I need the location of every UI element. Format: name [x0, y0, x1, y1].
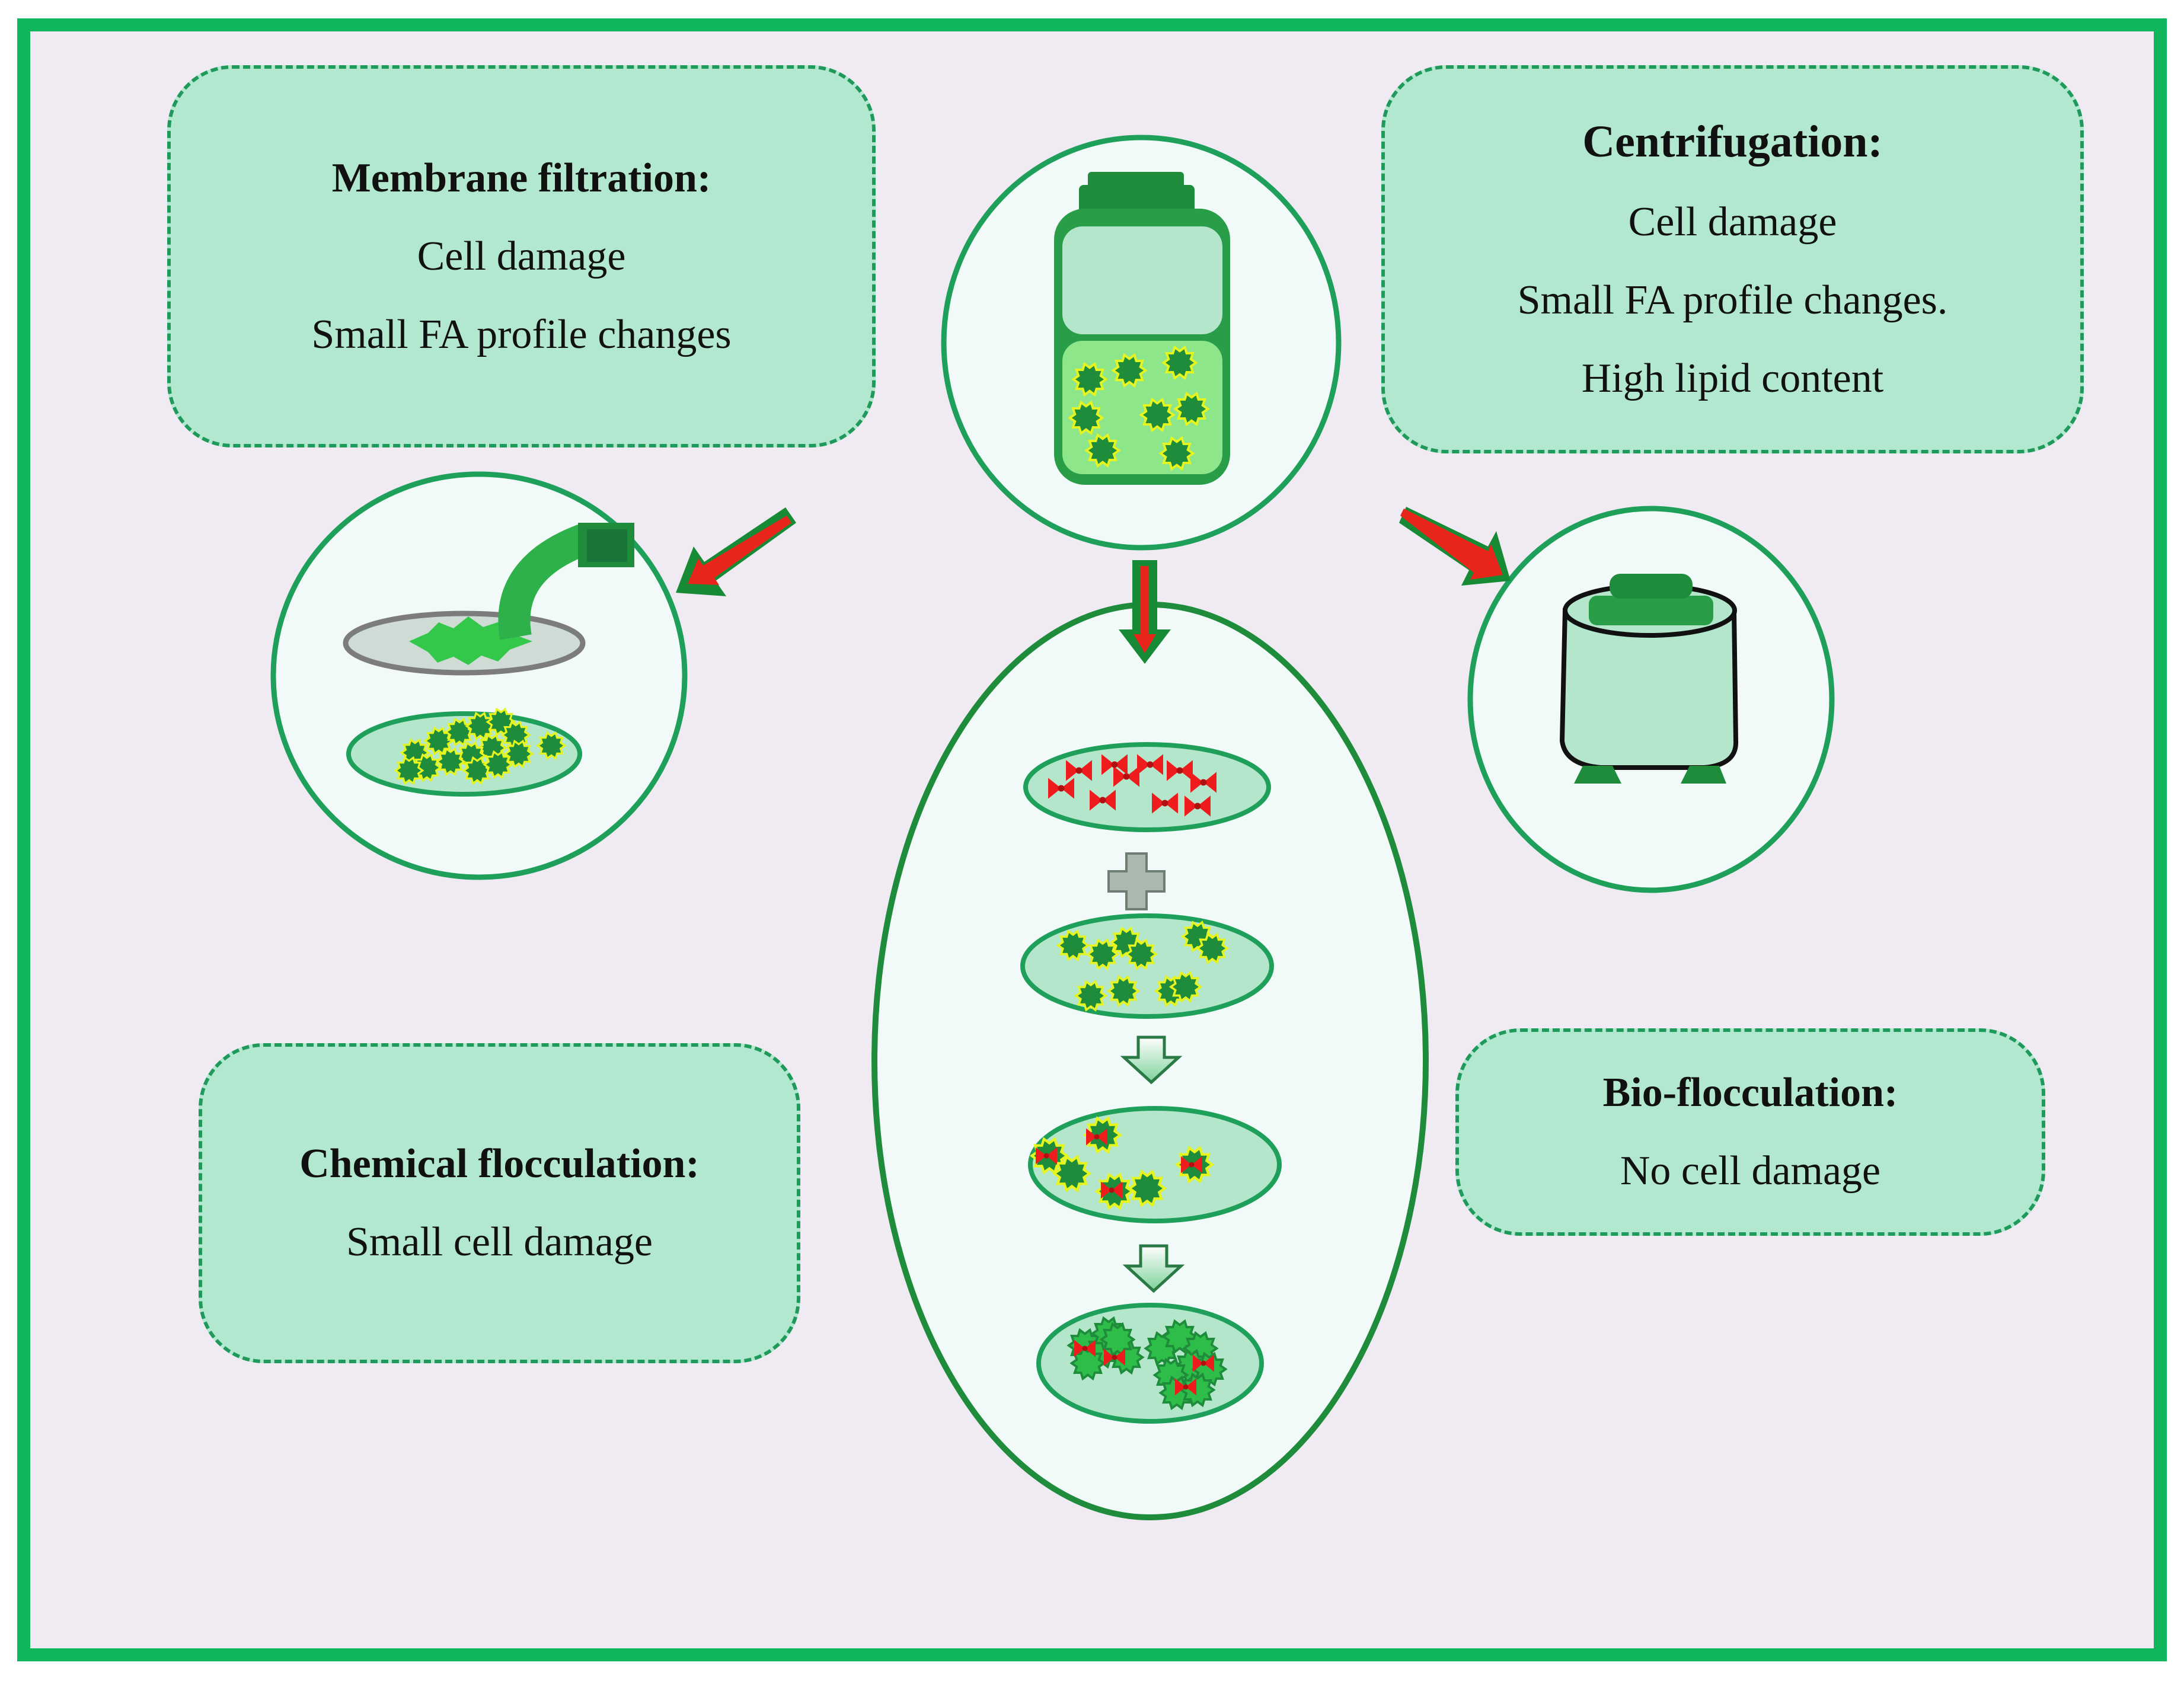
- algae-cell: [468, 715, 492, 737]
- algae-cell: [448, 721, 471, 743]
- algae-cell: [439, 750, 462, 773]
- algae-cell: [427, 730, 451, 752]
- algae-cell: [1173, 974, 1199, 999]
- membrane-filtration-line-1: Cell damage: [417, 233, 626, 279]
- centrifugation-line-2: Small FA profile changes.: [1517, 277, 1948, 324]
- centrifuge-icon: [1467, 506, 1835, 893]
- algae-cell: [1072, 404, 1100, 431]
- algae-cell: [539, 734, 563, 757]
- arrow-to-centrifuge: [1399, 507, 1511, 586]
- algae-cell: [465, 759, 489, 782]
- centrifugation-line-1: Cell damage: [1628, 199, 1837, 245]
- flocculant-core: [1176, 767, 1183, 774]
- membrane-filtration-title: Membrane filtration:: [331, 155, 711, 201]
- algae-cell: [1177, 395, 1206, 423]
- algae-cell: [1128, 942, 1154, 967]
- algae-cell: [397, 759, 421, 782]
- algae-cell: [1163, 440, 1191, 467]
- chemical-flocculation-box: Chemical flocculation: Small cell damage: [199, 1043, 800, 1363]
- flocculant-core: [1147, 761, 1154, 768]
- algae-cell: [1166, 349, 1194, 376]
- algae-cell: [1090, 942, 1116, 967]
- flocculant-core: [1099, 797, 1106, 804]
- algae-cell: [1166, 1323, 1194, 1350]
- algae-cell: [1088, 437, 1117, 464]
- algae-cell: [1103, 1326, 1132, 1353]
- chemical-flocculation-title: Chemical flocculation:: [299, 1141, 700, 1187]
- algae-cell: [1199, 936, 1225, 961]
- flocculant-core: [1200, 1360, 1206, 1366]
- flocculant-core: [1123, 773, 1130, 780]
- algae-cell: [1078, 983, 1104, 1008]
- culture-bottle-icon: [941, 135, 1342, 551]
- flocculant-core: [1112, 1354, 1117, 1360]
- flocculation-sequence-icon: [871, 602, 1429, 1520]
- down-arrow-icon: [1120, 1035, 1185, 1293]
- centrifugation-box: Centrifugation: Cell damage Small FA pro…: [1381, 65, 2084, 453]
- arrow-to-membrane: [676, 507, 796, 596]
- algae-cell: [1056, 1159, 1087, 1188]
- flocculant-core: [1082, 1345, 1088, 1351]
- algae-cell: [480, 737, 504, 759]
- algae-cell: [486, 753, 510, 776]
- bio-flocculation-box: Bio-flocculation: No cell damage: [1455, 1028, 2045, 1236]
- bio-flocculation-title: Bio-flocculation:: [1602, 1070, 1898, 1115]
- algae-cell: [1074, 1350, 1102, 1377]
- flocculant-core: [1189, 1162, 1195, 1168]
- membrane-filtration-line-2: Small FA profile changes: [311, 311, 732, 357]
- algae-cell: [1143, 401, 1171, 429]
- algae-cell: [504, 724, 528, 746]
- bio-flocculation-line-1: No cell damage: [1620, 1148, 1881, 1194]
- plus-icon: [1107, 852, 1166, 910]
- algae-cell: [1060, 933, 1086, 958]
- flocculant-core: [1183, 1384, 1189, 1390]
- membrane-filter-icon: [270, 471, 688, 880]
- arrow-to-flocculation: [1119, 560, 1171, 664]
- flocculant-core: [1058, 785, 1065, 792]
- flocculant-core: [1161, 800, 1168, 807]
- chemical-flocculation-line-1: Small cell damage: [346, 1219, 653, 1265]
- flocculant-core: [1043, 1153, 1049, 1159]
- algae-cell: [1110, 979, 1136, 1003]
- centrifugation-title: Centrifugation:: [1582, 116, 1883, 167]
- algae-cell: [1132, 1174, 1163, 1203]
- algae-cell: [1115, 357, 1144, 384]
- algae-cell: [507, 743, 531, 765]
- centrifugation-line-3: High lipid content: [1581, 356, 1884, 402]
- algae-cell: [1075, 366, 1104, 393]
- flocculant-core: [1111, 761, 1118, 768]
- membrane-filtration-box: Membrane filtration: Cell damage Small F…: [167, 65, 876, 447]
- flocculant-core: [1094, 1134, 1100, 1140]
- flocculant-core: [1109, 1187, 1115, 1193]
- flocculant-core: [1200, 779, 1207, 786]
- flocculant-core: [1194, 803, 1201, 810]
- flocculant-core: [1075, 767, 1083, 774]
